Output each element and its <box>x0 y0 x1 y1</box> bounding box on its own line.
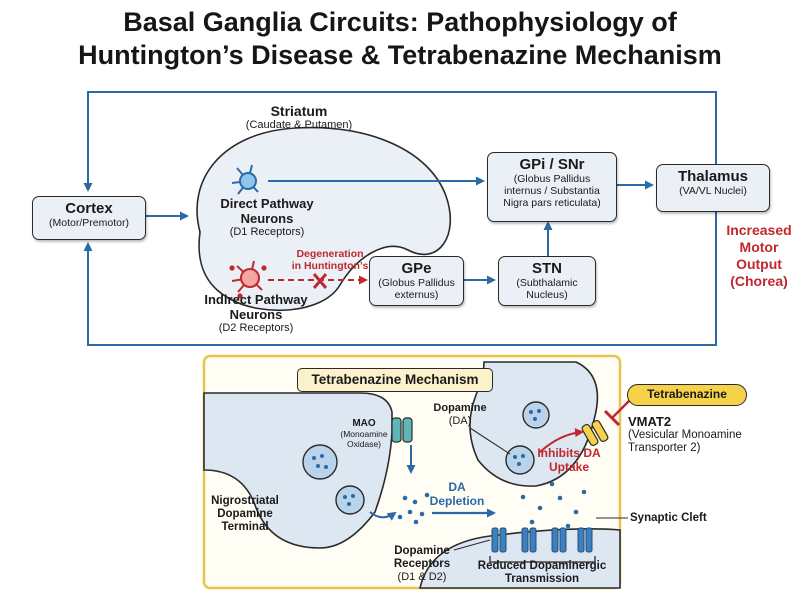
receptor-icons <box>491 527 593 553</box>
degeneration-line-1: Degeneration <box>296 248 364 260</box>
receptors-line-1: Dopamine <box>394 545 450 557</box>
receptor-bracket <box>489 556 596 563</box>
mao-name: MAO <box>352 418 376 429</box>
indirect-line-2: Neurons <box>229 307 283 322</box>
receptors-line-2: Receptors <box>393 558 451 570</box>
vmat2-name: VMAT2 <box>628 414 672 429</box>
pointer-dopamine <box>469 427 511 455</box>
mao-label: MAO (Monoamine Oxidase) <box>336 418 392 449</box>
vesicle-dopamine-dots <box>312 409 541 506</box>
striatum-subtitle: (Caudate & Putamen) <box>245 119 353 131</box>
dopamine-sub: (DA) <box>448 415 472 427</box>
inhibits-uptake-label: Inhibits DA Uptake <box>528 446 610 474</box>
inhibits-line-2: Uptake <box>548 460 589 474</box>
dopamine-receptors-label: Dopamine Receptors (D1 & D2) <box>384 545 460 584</box>
thalamus-box: Thalamus (VA/VL Nuclei) <box>656 164 770 212</box>
inhibits-line-1: Inhibits DA <box>537 446 601 460</box>
depletion-line-1: DA <box>448 480 466 494</box>
thalamus-sublabel: (VA/VL Nuclei) <box>679 185 747 197</box>
synaptic-cleft-label: Synaptic Cleft <box>630 512 707 524</box>
striatum-label: Striatum (Caudate & Putamen) <box>234 104 364 132</box>
direct-line-2: Neurons <box>240 211 294 226</box>
mechanism-title: Tetrabenazine Mechanism <box>297 368 493 392</box>
thalamus-label: Thalamus <box>677 168 749 185</box>
striatum-title: Striatum <box>270 103 328 119</box>
stn-sublabel-1: (Subthalamic <box>516 277 578 289</box>
mao-enzyme-icon <box>391 417 413 443</box>
mao-sub-1: (Monoamine <box>340 429 388 439</box>
terminal-line-3: Terminal <box>221 521 269 533</box>
indirect-line-1: Indirect Pathway <box>204 292 308 307</box>
increased-motor-output-label: Increased Motor Output (Chorea) <box>722 222 796 290</box>
gpi-sublabel-3: Nigra pars reticulata) <box>503 197 601 209</box>
figure-title: Basal Ganglia Circuits: Pathophysiology … <box>0 6 800 72</box>
feedback-loop-bottom <box>83 212 717 346</box>
gpi-snr-box: GPi / SNr (Globus Pallidus internus / Su… <box>487 152 617 222</box>
title-line-2: Huntington’s Disease & Tetrabenazine Mec… <box>78 40 722 70</box>
stn-label: STN <box>532 260 562 277</box>
gpe-box: GPe (Globus Pallidus externus) <box>369 256 464 306</box>
reduced-transmission-label: Reduced Dopaminergic Transmission <box>462 560 622 586</box>
title-line-1: Basal Ganglia Circuits: Pathophysiology … <box>123 7 677 37</box>
terminal-line-1: Nigrostriatal <box>211 495 279 507</box>
cortex-label: Cortex <box>65 200 113 217</box>
cortex-sublabel: (Motor/Premotor) <box>49 217 129 229</box>
direct-sub: (D1 Receptors) <box>229 226 305 238</box>
output-line-4: (Chorea) <box>730 273 788 289</box>
degeneration-line-2: in Huntington’s <box>291 260 369 272</box>
degeneration-label: Degeneration in Huntington’s <box>280 248 380 272</box>
direct-neuron-icon <box>231 164 259 195</box>
direct-line-1: Direct Pathway <box>220 196 314 211</box>
free-dopamine-dots <box>397 481 587 529</box>
tetrabenazine-inhibition-bar <box>603 409 621 427</box>
gpe-sublabel-2: externus) <box>394 289 439 301</box>
vmat2-label: VMAT2 (Vesicular Monoamine Transporter 2… <box>628 414 798 455</box>
output-line-2: Motor <box>739 239 779 255</box>
output-line-1: Increased <box>726 222 792 238</box>
vmat2-sub-2: Transporter 2) <box>628 442 701 454</box>
terminal-line-2: Dopamine <box>217 508 273 520</box>
nigrostriatal-terminal-label: Nigrostriatal Dopamine Terminal <box>208 495 282 534</box>
indirect-neuron-icon <box>229 260 267 299</box>
arrow-vesicle-depletion <box>369 511 397 521</box>
mao-sub-2: Oxidase) <box>346 439 381 449</box>
degeneration-x-icon <box>312 273 328 289</box>
direct-pathway-label: Direct Pathway Neurons (D1 Receptors) <box>212 196 322 239</box>
arrow-inhibits-uptake <box>539 428 584 453</box>
indirect-pathway-label: Indirect Pathway Neurons (D2 Receptors) <box>196 292 316 335</box>
vmat2-sub-1: (Vesicular Monoamine <box>628 429 742 441</box>
gpe-label: GPe <box>401 260 432 277</box>
vesicle-icons <box>302 401 550 515</box>
gpi-label: GPi / SNr <box>519 156 585 173</box>
da-depletion-label: DA Depletion <box>422 480 492 508</box>
indirect-sub: (D2 Receptors) <box>218 322 294 334</box>
stn-box: STN (Subthalamic Nucleus) <box>498 256 596 306</box>
reduced-line-2: Transmission <box>504 573 580 585</box>
gpi-sublabel-1: (Globus Pallidus <box>513 173 591 185</box>
receptors-line-3: (D1 & D2) <box>397 571 447 583</box>
vmat2-transporter-icon <box>581 419 609 447</box>
feedback-loop-top <box>83 91 717 192</box>
striatum-shape <box>196 126 452 312</box>
gpe-sublabel-1: (Globus Pallidus <box>378 277 455 289</box>
dopamine-name: Dopamine <box>433 402 487 414</box>
output-line-3: Output <box>736 256 782 272</box>
dopamine-label: Dopamine (DA) <box>428 402 492 428</box>
gpi-sublabel-2: internus / Substantia <box>504 185 600 197</box>
tetrabenazine-inhibition-line <box>611 399 631 419</box>
stn-sublabel-2: Nucleus) <box>526 289 568 301</box>
pointer-receptors <box>453 539 491 551</box>
depletion-line-2: Depletion <box>429 494 485 508</box>
tetrabenazine-badge: Tetrabenazine <box>627 384 747 406</box>
cortex-box: Cortex (Motor/Premotor) <box>32 196 146 240</box>
reduced-line-1: Reduced Dopaminergic <box>477 560 607 572</box>
